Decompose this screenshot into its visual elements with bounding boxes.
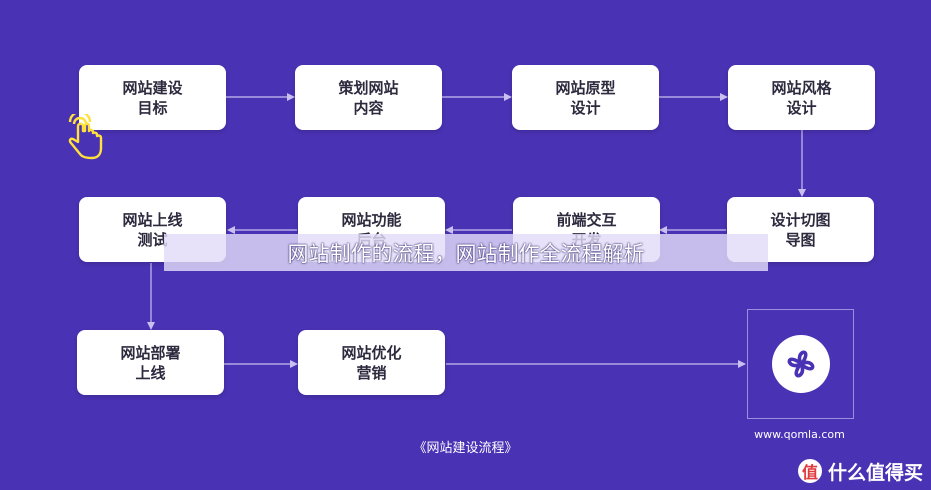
node-label-line2: 设计 — [570, 98, 601, 117]
article-title: 网站制作的流程，网站制作全流程解析 — [287, 241, 645, 266]
node-label-line1: 网站建设 — [122, 78, 183, 97]
diagram-caption: 《网站建设流程》 — [413, 441, 518, 456]
node-label-line2: 营销 — [356, 363, 387, 382]
node-label-line2: 测试 — [137, 230, 168, 249]
node-website-goal: 网站建设 目标 — [79, 65, 226, 130]
knot-logo-icon — [771, 335, 830, 393]
node-label-line2: 目标 — [137, 98, 168, 117]
node-label-line1: 设计切图 — [770, 210, 831, 229]
node-label-line1: 策划网站 — [338, 78, 399, 97]
logo-frame — [747, 309, 854, 419]
node-style-design: 网站风格 设计 — [728, 65, 875, 130]
node-label-line2: 设计 — [786, 98, 817, 117]
node-label-line1: 网站上线 — [122, 210, 183, 229]
pointing-hand-icon — [68, 114, 103, 160]
node-label-line1: 网站原型 — [555, 78, 616, 97]
knot-logo-glyph — [787, 350, 814, 378]
watermark-text: 什么值得买 — [827, 461, 923, 484]
node-label-line2: 内容 — [353, 98, 384, 117]
smzdm-watermark: 值 什么值得买 — [797, 456, 923, 486]
node-slicing: 设计切图 导图 — [727, 197, 874, 262]
node-seo-marketing: 网站优化 营销 — [298, 330, 445, 395]
title-overlay-band — [164, 234, 768, 271]
node-label-line1: 网站风格 — [771, 78, 832, 97]
node-label-line1: 前端交互 — [556, 210, 617, 229]
node-content-planning: 策划网站 内容 — [295, 65, 442, 130]
node-label-line2: 导图 — [785, 230, 816, 249]
node-label-line1: 网站功能 — [341, 210, 402, 229]
watermark-logo-icon: 值 — [797, 459, 822, 483]
node-label-line2: 上线 — [135, 363, 166, 382]
node-prototype-design: 网站原型 设计 — [512, 65, 659, 130]
site-url: www.qomla.com — [754, 428, 845, 441]
node-label-line1: 网站优化 — [341, 343, 402, 362]
node-label-line1: 网站部署 — [120, 343, 181, 362]
node-deploy: 网站部署 上线 — [77, 330, 224, 395]
